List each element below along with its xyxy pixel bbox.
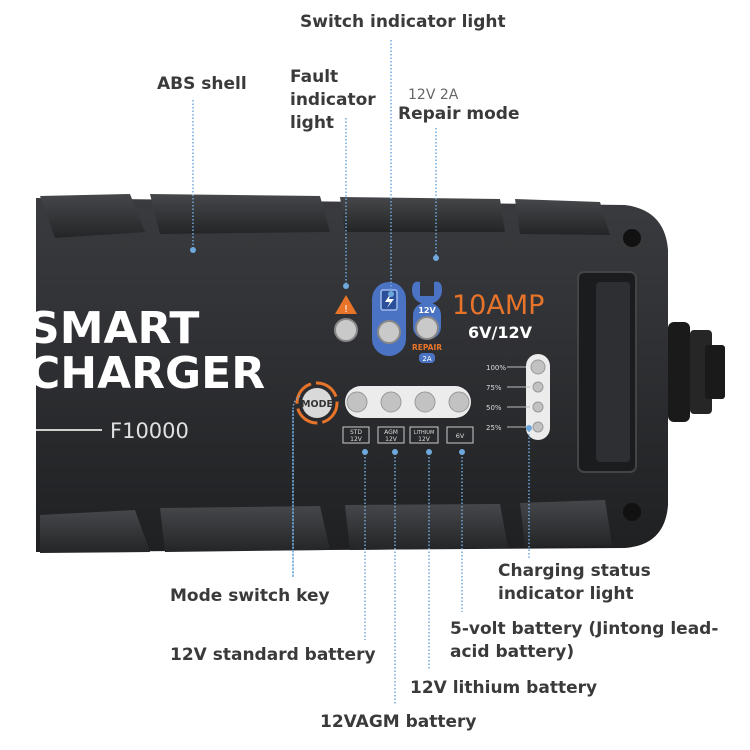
repair-12v-label: 12V xyxy=(418,306,436,315)
screw-hole-top xyxy=(623,229,641,247)
model-number: F10000 xyxy=(110,419,189,443)
svg-text:25%: 25% xyxy=(486,424,502,432)
top-ridges xyxy=(40,194,610,238)
led-6v xyxy=(448,391,470,413)
cable-connector xyxy=(668,322,725,422)
charge-status-led-bar xyxy=(526,354,550,440)
callout-std-battery: 12V standard battery xyxy=(170,645,376,665)
led-std xyxy=(346,391,368,413)
callout-charging-status: Charging status indicator light xyxy=(498,561,651,604)
led-75 xyxy=(532,381,544,393)
svg-text:12V: 12V xyxy=(418,436,431,443)
repair-amp-label: 2A xyxy=(422,355,431,363)
leader-lines xyxy=(192,40,530,705)
led-100 xyxy=(530,359,546,375)
bottom-ridges xyxy=(40,500,612,553)
svg-text:100%: 100% xyxy=(486,364,506,372)
callout-abs-shell: ABS shell xyxy=(157,74,247,94)
battery-mode-labels: STD 12V AGM 12V LITHIUM 12V 6V xyxy=(342,426,474,444)
led-lithium xyxy=(414,391,436,413)
svg-text:AGM: AGM xyxy=(384,429,398,436)
fault-warning-icon xyxy=(335,295,357,314)
callout-repair-mode: Repair mode xyxy=(398,104,520,124)
callout-fault-indicator: Fault indicator light xyxy=(290,67,376,133)
voltage-rating: 6V/12V xyxy=(468,323,533,342)
charge-level-labels: 100% 75% 50% 25% xyxy=(486,364,506,432)
led-agm xyxy=(380,391,402,413)
svg-text:12V: 12V xyxy=(350,436,363,443)
wrench-icon xyxy=(412,281,442,305)
callout-lithium-battery: 12V lithium battery xyxy=(410,678,598,698)
battery-bolt-icon xyxy=(385,293,394,308)
switch-indicator-led xyxy=(377,320,401,344)
svg-text:12V: 12V xyxy=(385,436,398,443)
callout-switch-indicator: Switch indicator light xyxy=(300,12,506,32)
callout-mode-switch-key: Mode switch key xyxy=(170,586,330,606)
repair-label: REPAIR xyxy=(412,343,442,352)
svg-text:50%: 50% xyxy=(486,404,502,412)
mode-button-label: MODE xyxy=(301,399,333,410)
callout-agm-battery: 12VAGM battery xyxy=(320,712,477,732)
mode-switch-key[interactable]: MODE xyxy=(295,381,339,425)
svg-text:LITHIUM: LITHIUM xyxy=(414,430,435,436)
battery-mode-led-bar xyxy=(345,386,471,418)
amp-rating: 10AMP xyxy=(452,290,544,321)
callout-five-volt: 5-volt battery (Jintong lead-acid batter… xyxy=(450,619,719,662)
svg-text:!: ! xyxy=(344,304,348,315)
svg-text:STD: STD xyxy=(350,429,362,436)
charger-body xyxy=(36,198,668,552)
leader-dots xyxy=(190,247,532,455)
led-50 xyxy=(532,401,544,413)
led-25 xyxy=(532,421,544,433)
callout-repair-mode-sub: 12V 2A xyxy=(408,87,459,103)
svg-text:6V: 6V xyxy=(456,432,465,440)
svg-text:75%: 75% xyxy=(486,384,502,392)
brand-smart: SMART xyxy=(28,303,199,354)
fault-indicator-led xyxy=(334,318,358,342)
repair-indicator-led xyxy=(415,316,439,340)
brand-charger: CHARGER xyxy=(28,348,265,399)
screw-hole-bottom xyxy=(623,503,641,521)
